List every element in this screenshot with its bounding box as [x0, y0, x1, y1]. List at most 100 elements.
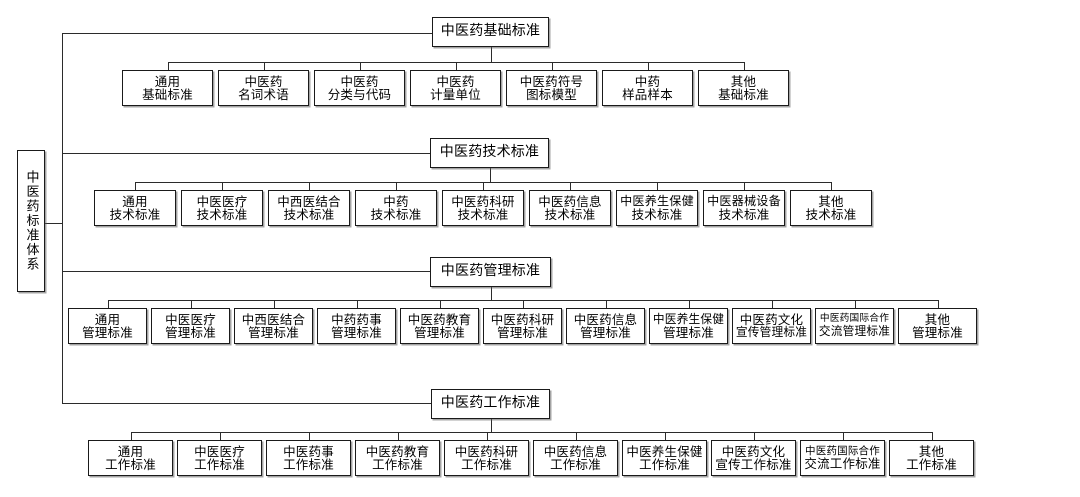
- leaf-node[interactable]: 中医药分类与代码: [314, 70, 405, 106]
- leaf-node[interactable]: 中医养生保健技术标准: [616, 190, 698, 226]
- child-stub: [264, 62, 265, 70]
- leaf-label-line2: 宣传管理标准: [735, 325, 808, 340]
- leaf-label-line1: 中医药教育: [407, 311, 472, 327]
- leaf-label-line2: 工作标准: [283, 457, 334, 472]
- leaf-node[interactable]: 中医药科研管理标准: [483, 308, 562, 344]
- leaf-label-line1: 中医医疗: [196, 193, 248, 209]
- child-stub: [744, 62, 745, 70]
- leaf-node[interactable]: 中医药计量单位: [410, 70, 501, 106]
- child-stub: [938, 300, 939, 308]
- leaf-node[interactable]: 中医养生保健管理标准: [649, 308, 728, 344]
- leaf-label-line2: 管理标准: [331, 325, 382, 340]
- child-stub: [932, 432, 933, 440]
- leaf-label-line2: 工作标准: [105, 457, 156, 472]
- leaf-node[interactable]: 中医药国际合作交流工作标准: [800, 440, 885, 476]
- leaf-label-line1: 中医药国际合作: [805, 444, 880, 457]
- leaf-node[interactable]: 通用技术标准: [94, 190, 176, 226]
- leaf-node[interactable]: 通用工作标准: [88, 440, 173, 476]
- leaf-label-line1: 通用: [117, 443, 144, 459]
- leaf-label-line1: 中医药: [436, 73, 475, 89]
- leaf-node[interactable]: 中医药教育管理标准: [400, 308, 479, 344]
- group-header-management[interactable]: 中医药管理标准: [430, 257, 551, 287]
- leaf-label-line1: 其他: [730, 73, 757, 89]
- leaf-node[interactable]: 中医药国际合作交流管理标准: [815, 308, 894, 344]
- leaf-node[interactable]: 中医药信息管理标准: [566, 308, 645, 344]
- leaf-node[interactable]: 中医药符号图标模型: [506, 70, 597, 106]
- child-stub: [487, 432, 488, 440]
- leaf-node[interactable]: 中医药事工作标准: [266, 440, 351, 476]
- trunk-vertical: [62, 33, 63, 403]
- leaf-label-line2: 样品样本: [622, 87, 673, 102]
- child-stub: [772, 300, 773, 308]
- leaf-label-line1: 中医养生保健: [626, 443, 703, 459]
- root-node-label: 中医药标准体系: [23, 170, 39, 272]
- leaf-node[interactable]: 中医药名词术语: [218, 70, 309, 106]
- leaf-label-line2: 技术标准: [631, 206, 683, 222]
- leaf-node[interactable]: 中药样品样本: [602, 70, 693, 106]
- leaf-label-line1: 中医药信息: [543, 443, 608, 459]
- leaf-node[interactable]: 中医医疗技术标准: [181, 190, 263, 226]
- leaf-label-line2: 技术标准: [109, 207, 161, 222]
- leaf-node[interactable]: 中药技术标准: [355, 190, 437, 226]
- leaf-node[interactable]: 中医医疗工作标准: [177, 440, 262, 476]
- leaf-node[interactable]: 中医器械设备技术标准: [703, 190, 785, 226]
- leaf-label-line2: 工作标准: [372, 457, 423, 472]
- leaf-label-line2: 交流管理标准: [818, 323, 891, 338]
- leaf-label-line2: 分类与代码: [327, 87, 392, 102]
- leaf-label-line2: 工作标准: [550, 457, 601, 472]
- group-header-technical[interactable]: 中医药技术标准: [430, 138, 549, 168]
- leaf-label-line2: 技术标准: [544, 207, 596, 222]
- leaf-node[interactable]: 中医药信息技术标准: [529, 190, 611, 226]
- leaf-label-line1: 中医药国际合作: [819, 313, 890, 325]
- child-bus-technical: [135, 182, 831, 183]
- child-stub: [309, 182, 310, 190]
- leaf-node[interactable]: 中医药科研工作标准: [444, 440, 529, 476]
- leaf-node[interactable]: 中医养生保健工作标准: [622, 440, 707, 476]
- leaf-label-line2: 管理标准: [165, 325, 216, 340]
- child-stub: [360, 62, 361, 70]
- header-drop-technical: [490, 168, 491, 182]
- leaf-node[interactable]: 中医药教育工作标准: [355, 440, 440, 476]
- child-bus-basic: [168, 62, 744, 63]
- child-stub: [357, 300, 358, 308]
- leaf-node[interactable]: 通用基础标准: [122, 70, 213, 106]
- leaf-node[interactable]: 其他基础标准: [698, 70, 789, 106]
- leaf-label-line1: 通用: [154, 73, 181, 89]
- leaf-label-line1: 通用: [94, 311, 121, 327]
- leaf-node[interactable]: 中医药信息工作标准: [533, 440, 618, 476]
- child-stub: [570, 182, 571, 190]
- leaf-node[interactable]: 中医药文化宣传工作标准: [711, 440, 796, 476]
- group-bus-technical: [62, 153, 430, 154]
- child-stub: [309, 432, 310, 440]
- leaf-label-line1: 中西医结合: [241, 311, 306, 327]
- leaf-label-line2: 管理标准: [912, 325, 963, 340]
- leaf-label-line1: 中医药文化: [739, 311, 804, 327]
- root-node[interactable]: 中医药标准体系: [17, 150, 45, 292]
- leaf-label-line1: 其他: [818, 193, 844, 209]
- leaf-node[interactable]: 其他工作标准: [889, 440, 974, 476]
- child-stub: [576, 432, 577, 440]
- leaf-node[interactable]: 中医药科研技术标准: [442, 190, 524, 226]
- leaf-node[interactable]: 中西医结合管理标准: [234, 308, 313, 344]
- group-header-basic[interactable]: 中医药基础标准: [432, 17, 549, 47]
- leaf-node[interactable]: 中西医结合技术标准: [268, 190, 350, 226]
- leaf-label-line1: 中医药: [340, 73, 379, 89]
- leaf-node[interactable]: 中医医疗管理标准: [151, 308, 230, 344]
- leaf-label-line1: 中医药事: [283, 443, 334, 459]
- leaf-label-line1: 中药药事: [331, 311, 382, 327]
- leaf-node[interactable]: 中医药文化宣传管理标准: [732, 308, 811, 344]
- group-header-label: 中医药管理标准: [440, 263, 541, 280]
- leaf-node[interactable]: 通用管理标准: [68, 308, 147, 344]
- leaf-label-line2: 管理标准: [580, 325, 631, 340]
- leaf-label-line2: 工作标准: [906, 457, 957, 472]
- child-stub: [131, 432, 132, 440]
- leaf-label-line1: 中医药信息: [573, 311, 638, 327]
- leaf-node[interactable]: 其他技术标准: [790, 190, 872, 226]
- group-header-work[interactable]: 中医药工作标准: [431, 389, 550, 419]
- leaf-node[interactable]: 中药药事管理标准: [317, 308, 396, 344]
- leaf-label-line2: 名词术语: [238, 87, 289, 102]
- leaf-label-line1: 中医药科研: [454, 443, 519, 459]
- leaf-node[interactable]: 其他管理标准: [898, 308, 977, 344]
- leaf-label-line2: 技术标准: [457, 207, 509, 222]
